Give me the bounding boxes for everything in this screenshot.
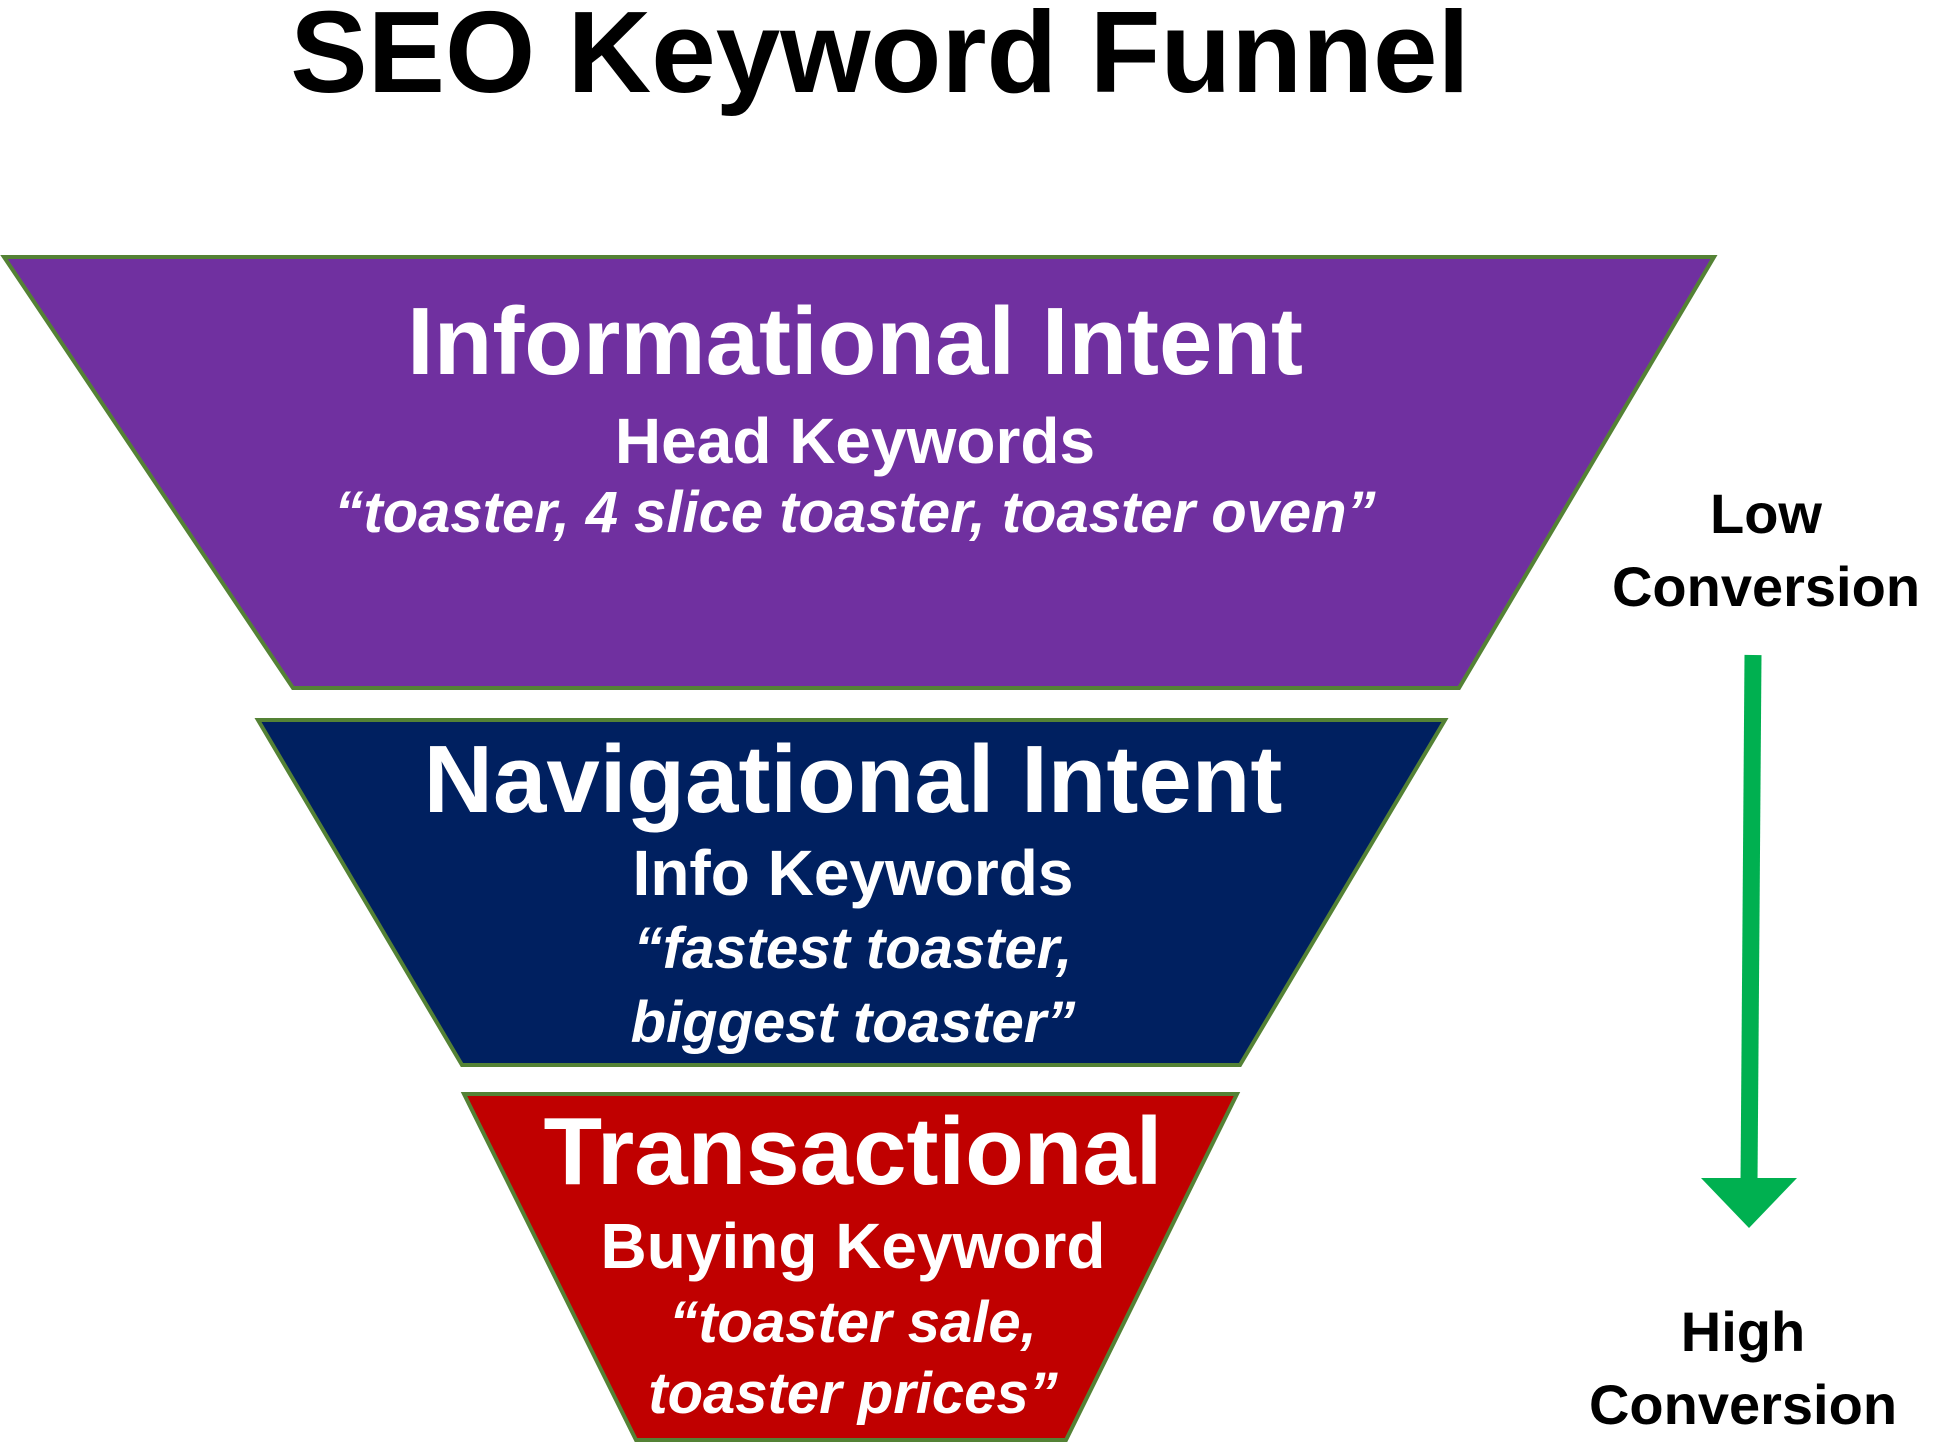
stage-transactional-example-line1: “toaster sale, (669, 1290, 1037, 1355)
high-conversion-label-line1: High (1681, 1300, 1805, 1363)
conversion-arrow-shaft (1740, 654, 1762, 1183)
stage-navigational-example-line1: “fastest toaster, (634, 916, 1072, 981)
stage-transactional-subheading: Buying Keyword (601, 1210, 1106, 1282)
stage-navigational-example-line2: biggest toaster” (631, 990, 1076, 1055)
funnel-stage-transactional: Transactional Buying Keyword “toaster sa… (460, 1092, 1241, 1442)
stage-informational-example: “toaster, 4 slice toaster, toaster oven” (334, 480, 1375, 545)
funnel-stage-informational: Informational Intent Head Keywords “toas… (0, 255, 1718, 690)
stage-transactional-heading: Transactional (544, 1098, 1163, 1205)
stage-informational-shape (0, 255, 1718, 690)
conversion-scale: Low Conversion High Conversion (1589, 482, 1920, 1436)
stage-navigational-heading: Navigational Intent (424, 726, 1283, 833)
low-conversion-label-line2: Conversion (1612, 555, 1920, 618)
conversion-arrow-head-icon (1701, 1178, 1797, 1228)
high-conversion-label-line2: Conversion (1589, 1373, 1897, 1436)
funnel-stage-navigational: Navigational Intent Info Keywords “faste… (254, 718, 1449, 1067)
stage-transactional-shape (460, 1092, 1241, 1442)
diagram-title: SEO Keyword Funnel (290, 0, 1469, 117)
stage-informational-subheading: Head Keywords (615, 405, 1095, 477)
stage-navigational-subheading: Info Keywords (633, 837, 1074, 909)
low-conversion-label-line1: Low (1710, 482, 1822, 545)
stage-informational-heading: Informational Intent (407, 288, 1303, 395)
stage-transactional-example-line2: toaster prices” (648, 1361, 1057, 1426)
stage-navigational-shape (254, 718, 1449, 1067)
